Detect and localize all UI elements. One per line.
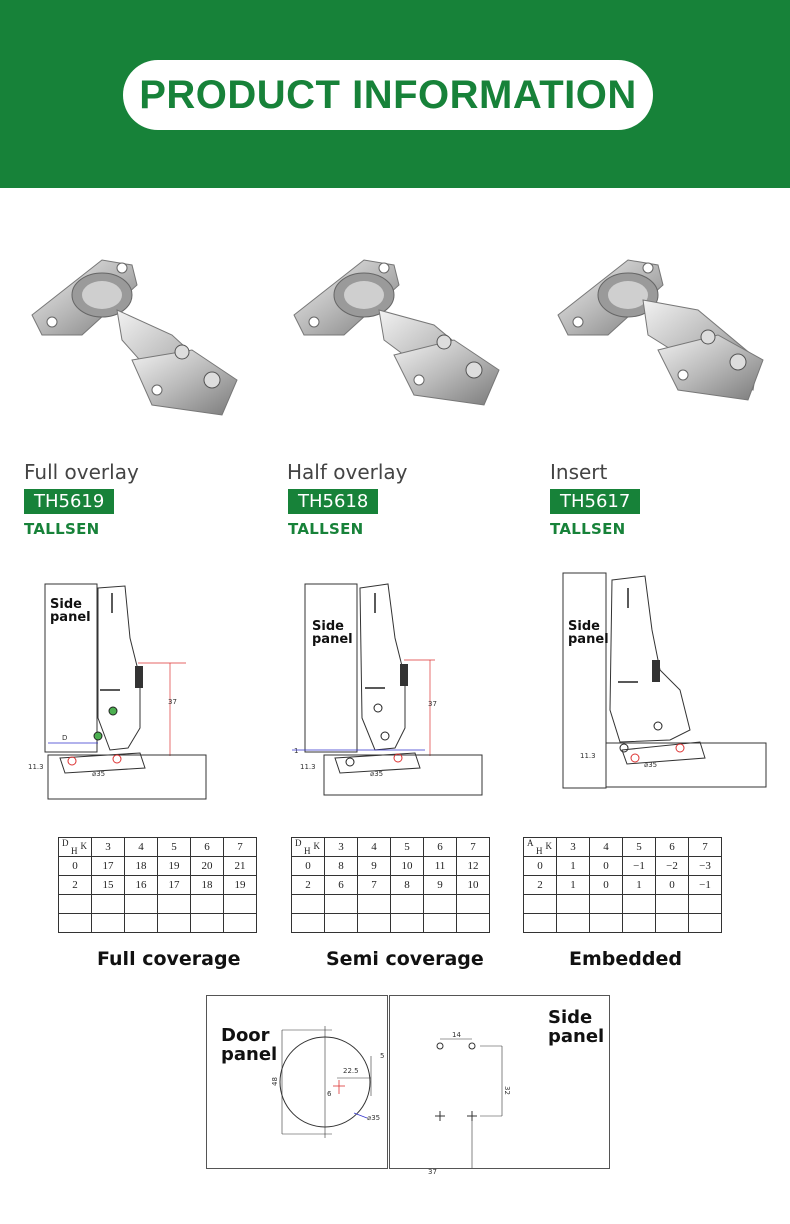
table-row	[291, 894, 490, 914]
table-caption: Full coverage	[97, 948, 241, 970]
title-pill: PRODUCT INFORMATION	[123, 60, 653, 130]
dimension-label: ⌀35	[92, 770, 105, 778]
page-title: PRODUCT INFORMATION	[139, 72, 637, 117]
product-code-badge: TH5618	[288, 489, 379, 514]
product-image-half-overlay	[284, 240, 524, 430]
dimension-label: 1	[294, 747, 298, 755]
side-panel-drilling-diagram: Side panel 14 32	[389, 995, 610, 1169]
side-panel-label: panel	[50, 610, 91, 625]
dimension-label: 32	[503, 1086, 511, 1095]
product-image-insert	[548, 240, 788, 430]
dimension-label: ⌀35	[644, 761, 657, 769]
table-row	[58, 913, 257, 933]
dimension-label: 37	[428, 700, 437, 708]
side-panel-schematic: 14 32	[435, 1031, 511, 1168]
table-row	[291, 913, 490, 933]
dimension-label: 5	[380, 1052, 384, 1060]
side-panel-label: Side	[50, 597, 82, 612]
side-panel-label: Side	[568, 619, 600, 634]
door-panel-label: Door panel	[221, 1025, 278, 1065]
product-code-badge: TH5619	[24, 489, 115, 514]
table-row	[58, 894, 257, 914]
dimension-label: 14	[452, 1031, 461, 1039]
brand-logo: TALLSEN	[24, 520, 100, 538]
dimension-label: ⌀35	[370, 770, 383, 778]
table-row	[523, 913, 722, 933]
hinge-image	[293, 259, 500, 406]
table-corner: D K H	[58, 837, 92, 857]
door-panel-schematic: 48 22.5 5 6 ⌀35	[271, 1026, 384, 1138]
product-type-label: Full overlay	[24, 460, 139, 484]
installation-diagram-insert: Side panel 11.3 ⌀35	[562, 572, 767, 789]
dimension-label: 48	[271, 1077, 279, 1086]
product-type-label: Half overlay	[287, 460, 408, 484]
installation-diagram-full-overlay: Side panel 37 D 11.3 ⌀35	[28, 583, 207, 800]
dimension-label: 11.3	[28, 763, 44, 771]
side-panel-label: Side	[312, 619, 344, 634]
dimension-label: ⌀35	[367, 1114, 380, 1122]
door-panel-drilling-diagram: Door panel 48 22.5 5 6 ⌀35	[206, 995, 388, 1169]
brand-logo: TALLSEN	[288, 520, 364, 538]
table-corner: A K H	[523, 837, 557, 857]
side-panel-label: panel	[312, 632, 353, 647]
table-caption: Semi coverage	[326, 948, 484, 970]
dimension-label: 37	[168, 698, 177, 706]
dimension-label: 11.3	[580, 752, 596, 760]
side-panel-label: Side panel	[548, 1007, 605, 1047]
side-panel-label: panel	[568, 632, 609, 647]
dimension-label: 11.3	[300, 763, 316, 771]
brand-logo: TALLSEN	[550, 520, 626, 538]
dimension-label: 22.5	[343, 1067, 359, 1075]
header-banner: PRODUCT INFORMATION	[0, 0, 790, 188]
hinge-image	[557, 259, 764, 401]
installation-diagram-half-overlay: Side panel 37 1 11.3 ⌀35	[292, 583, 483, 796]
product-image-full-overlay	[22, 240, 262, 430]
table-caption: Embedded	[569, 948, 682, 970]
product-code-badge: TH5617	[550, 489, 641, 514]
table-corner: D K H	[291, 837, 325, 857]
table-row	[523, 894, 722, 914]
dimension-label: 6	[327, 1090, 332, 1098]
product-type-label: Insert	[550, 460, 608, 484]
dimension-label: 37	[428, 1168, 437, 1176]
dimension-label: D	[62, 734, 67, 742]
hinge-image	[31, 259, 238, 416]
